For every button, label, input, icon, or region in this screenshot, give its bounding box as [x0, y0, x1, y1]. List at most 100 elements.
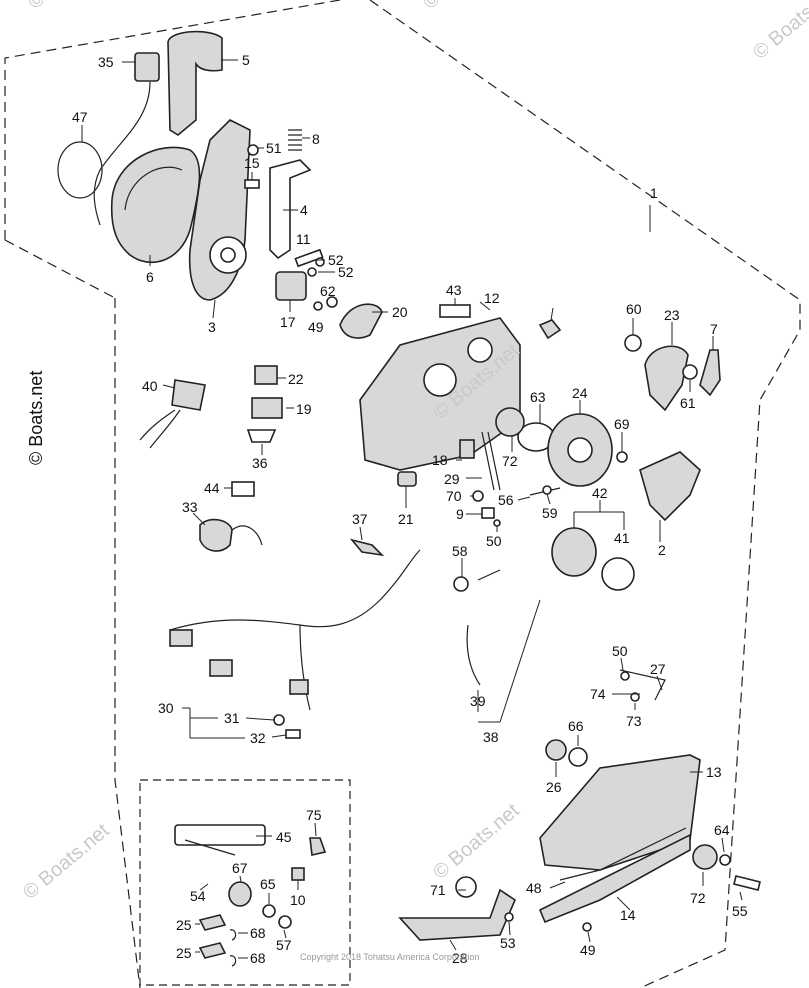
label-part-26: 26	[546, 779, 562, 795]
label-part-12: 12	[484, 290, 500, 306]
label-part-55: 55	[732, 903, 748, 919]
label-part-73: 73	[626, 713, 642, 729]
block-17	[275, 271, 307, 301]
label-part-25a: 25	[176, 917, 192, 933]
label-part-53: 53	[500, 935, 516, 951]
lever-28	[398, 888, 516, 941]
label-part-20: 20	[392, 304, 408, 320]
label-part-65: 65	[260, 876, 276, 892]
part-58	[453, 576, 469, 592]
part-44	[231, 481, 255, 497]
assembly-outline	[4, 0, 801, 988]
label-part-45: 45	[276, 829, 292, 845]
screw-51	[247, 144, 259, 156]
label-part-42: 42	[592, 485, 608, 501]
label-part-59: 59	[542, 505, 558, 521]
label-part-19: 19	[296, 401, 312, 417]
washer-65	[262, 904, 276, 918]
label-part-10: 10	[290, 892, 306, 908]
pin-11	[294, 248, 324, 268]
part-18	[459, 439, 475, 459]
label-part-9: 9	[456, 506, 464, 522]
part-19	[251, 397, 283, 419]
label-part-38: 38	[483, 729, 499, 745]
label-part-54: 54	[190, 888, 206, 904]
label-part-72a: 72	[502, 453, 518, 469]
gauge-41	[601, 557, 635, 591]
label-part-41: 41	[614, 530, 630, 546]
label-part-29: 29	[444, 471, 460, 487]
label-part-56: 56	[498, 492, 514, 508]
watermark-top-mid: © Boats.net	[419, 0, 514, 14]
label-part-22: 22	[288, 371, 304, 387]
label-part-5: 5	[242, 52, 250, 68]
gear-23	[644, 345, 689, 412]
washer-64	[719, 854, 731, 866]
label-part-75: 75	[306, 807, 322, 823]
label-part-50a: 50	[486, 533, 502, 549]
label-part-74: 74	[590, 686, 606, 702]
label-part-3: 3	[208, 319, 216, 335]
label-part-14: 14	[620, 907, 636, 923]
part-70	[472, 490, 484, 502]
label-part-4: 4	[300, 202, 308, 218]
label-part-60: 60	[626, 301, 642, 317]
label-part-52a: 52	[328, 252, 344, 268]
label-part-71: 71	[430, 882, 446, 898]
label-part-51: 51	[266, 140, 282, 156]
label-part-17: 17	[280, 314, 296, 330]
plate-43	[439, 304, 471, 318]
label-part-7: 7	[710, 321, 718, 337]
cover-6	[110, 146, 201, 264]
control-handle	[167, 30, 223, 136]
label-part-58: 58	[452, 543, 468, 559]
gauge-42	[551, 527, 597, 577]
screw-52b	[307, 267, 317, 277]
screw-49a	[313, 301, 323, 311]
control-arm-3	[188, 119, 251, 301]
label-part-11: 11	[296, 231, 311, 247]
washer-62	[326, 296, 338, 308]
label-part-57: 57	[276, 937, 292, 953]
part-73	[630, 692, 640, 702]
label-part-18: 18	[432, 452, 448, 468]
label-part-68b: 68	[250, 950, 266, 966]
watermark-top-right: © Boats.net	[749, 0, 809, 64]
bolt-55	[733, 875, 761, 891]
part-67	[228, 881, 252, 907]
label-part-32: 32	[250, 730, 266, 746]
plate-48	[559, 827, 687, 881]
part-29	[481, 431, 501, 491]
part-21	[397, 471, 417, 487]
label-part-47: 47	[72, 109, 88, 125]
watermark-top-left: © Boats.net	[24, 0, 119, 14]
clip-68a	[229, 929, 237, 941]
watermark-bottom-center: © Boats.net	[429, 799, 524, 883]
label-part-64: 64	[714, 822, 730, 838]
label-part-66: 66	[568, 718, 584, 734]
label-part-61: 61	[680, 395, 696, 411]
plate-14	[538, 833, 691, 924]
label-part-1: 1	[650, 185, 658, 201]
watermark-bottom-left: © Boats.net	[19, 819, 114, 903]
switch-35	[134, 52, 160, 82]
part-57	[278, 915, 292, 929]
label-part-43: 43	[446, 282, 462, 298]
label-part-30: 30	[158, 700, 174, 716]
ring-60	[624, 334, 642, 352]
module-40	[171, 379, 206, 411]
label-part-2: 2	[658, 542, 666, 558]
fitting-16	[538, 319, 562, 340]
screw-50b	[620, 671, 630, 681]
spring-8	[288, 129, 302, 151]
label-part-44: 44	[204, 480, 220, 496]
part-31	[273, 714, 285, 726]
label-part-31: 31	[224, 710, 240, 726]
clip-37	[349, 538, 385, 557]
part-26a	[545, 739, 567, 761]
switch-33	[199, 518, 233, 552]
pin-15	[244, 179, 260, 189]
lever-2	[639, 451, 701, 522]
label-part-35: 35	[98, 54, 114, 70]
